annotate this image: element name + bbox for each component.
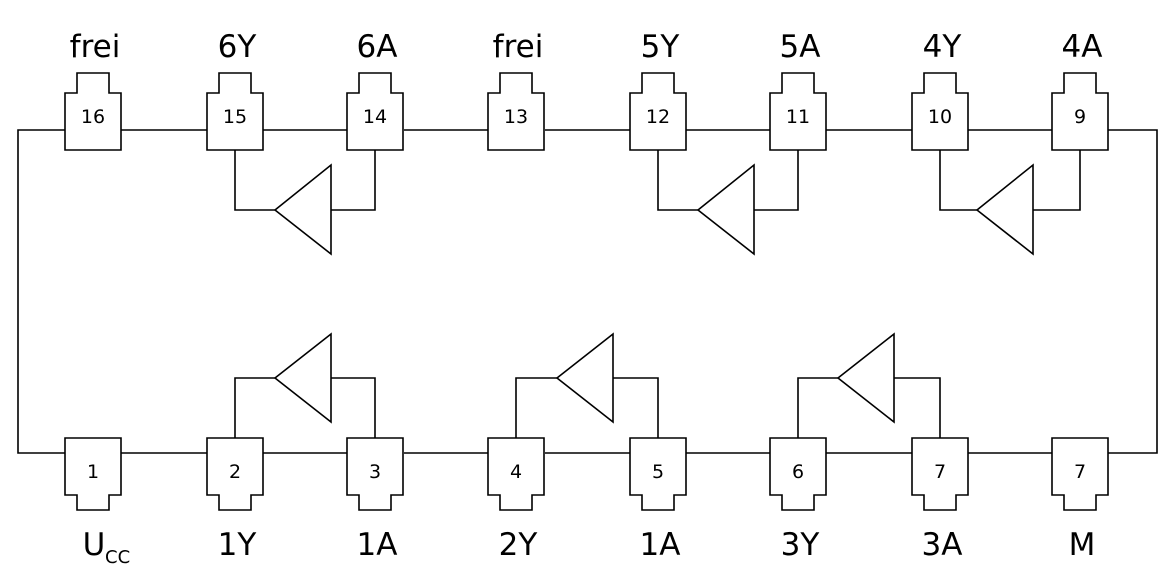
pin-number: 4 [510, 461, 522, 483]
pin-outline [206, 72, 264, 151]
buffer-gate-5 [657, 150, 799, 256]
bottom-pin-4: 4 2Y [487, 437, 545, 563]
bottom-pin-7: 7 3A [911, 437, 969, 563]
bottom-pin-3: 3 1A [346, 437, 404, 563]
pin-number: 14 [363, 106, 387, 128]
left-outer-wire [17, 129, 65, 454]
pin-number: 7 [1074, 461, 1086, 483]
pin-label: 3Y [781, 527, 820, 563]
right-outer-wire [1108, 129, 1158, 454]
pin-number: 10 [928, 106, 952, 128]
buffer-gate-4 [939, 150, 1081, 256]
top-pin-8: 9 4A [1051, 29, 1109, 151]
top-pin-1: 16 frei [64, 29, 122, 151]
pin-number: 6 [792, 461, 804, 483]
pin-outline [629, 72, 687, 151]
buffer-gate-6 [234, 150, 376, 256]
pin-outline [911, 72, 969, 151]
pin-number: 2 [229, 461, 241, 483]
pin-label: frei [70, 29, 121, 65]
top-pin-5: 12 5Y [629, 29, 687, 151]
pin-outline [346, 437, 404, 511]
pin-outline [64, 437, 122, 511]
pin-label: 1A [357, 527, 398, 563]
pin-label: 6Y [218, 29, 257, 65]
pin-label: 5Y [641, 29, 680, 65]
buffer-gate-3 [797, 332, 941, 438]
pin-number: 1 [87, 461, 99, 483]
pin-label: 3A [922, 527, 963, 563]
bottom-pin-5: 5 1A [629, 437, 687, 563]
pin-label: 4Y [923, 29, 962, 65]
pin-label: 5A [780, 29, 821, 65]
pin-outline [1051, 72, 1109, 151]
pin-label-subscript: CC [105, 547, 130, 568]
pin-label: U [83, 527, 106, 563]
top-pin-2: 15 6Y [206, 29, 264, 151]
pin-number: 7 [934, 461, 946, 483]
bottom-pin-6: 6 3Y [769, 437, 827, 563]
top-pin-6: 11 5A [769, 29, 827, 151]
pin-outline [769, 72, 827, 151]
pin-outline [629, 437, 687, 511]
top-pin-7: 10 4Y [911, 29, 969, 151]
pin-label: 4A [1062, 29, 1103, 65]
pin-outline [64, 72, 122, 151]
pin-label: 1A [640, 527, 681, 563]
top-pin-row: 16 frei 15 6Y 14 6A 13 frei 12 5Y 11 5A 10 4Y 9 4A [64, 29, 1109, 151]
pin-label: M [1069, 527, 1096, 563]
pin-number: 13 [504, 106, 528, 128]
pin-outline [346, 72, 404, 151]
pin-outline [206, 437, 264, 511]
pin-number: 16 [81, 106, 105, 128]
pin-outline [911, 437, 969, 511]
pin-number: 12 [646, 106, 670, 128]
pin-outline [487, 437, 545, 511]
pin-outline [1051, 437, 1109, 511]
pin-number: 5 [652, 461, 664, 483]
pin-number: 15 [223, 106, 247, 128]
top-pin-4: 13 frei [487, 29, 545, 151]
pin-outline [769, 437, 827, 511]
bottom-pin-2: 2 1Y [206, 437, 264, 563]
pin-number: 11 [786, 106, 810, 128]
pin-label: 1Y [218, 527, 257, 563]
bottom-pin-8: 7M [1051, 437, 1109, 563]
pin-outline [487, 72, 545, 151]
pin-label: 6A [357, 29, 398, 65]
pin-label: frei [493, 29, 544, 65]
pin-number: 3 [369, 461, 381, 483]
pin-label: 2Y [499, 527, 538, 563]
pin-number: 9 [1074, 106, 1086, 128]
top-pin-3: 14 6A [346, 29, 404, 151]
buffer-gate-1 [234, 332, 376, 438]
buffer-gate-2 [515, 332, 659, 438]
